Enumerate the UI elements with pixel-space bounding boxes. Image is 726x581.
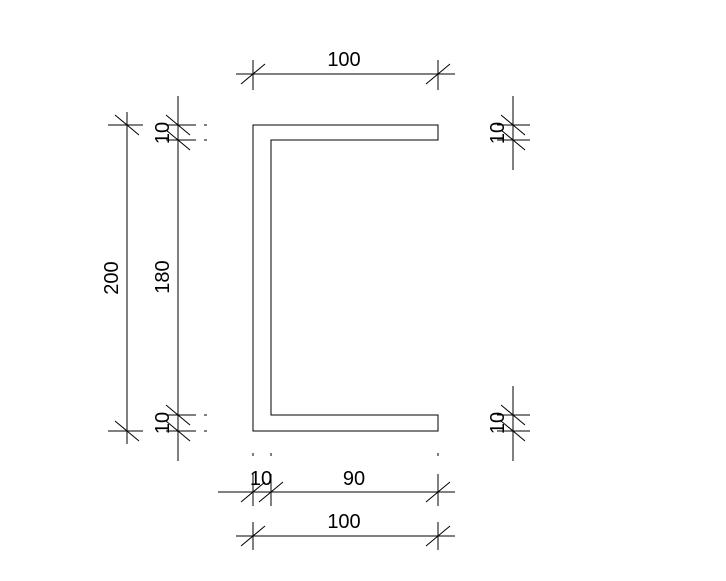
left-inner-height-dimension: 10 180 10	[152, 96, 196, 461]
bottom-chain-dimension: 10 90	[218, 468, 455, 506]
bottom-inner-width-label: 90	[343, 468, 365, 490]
left-total-height-label: 200	[101, 261, 123, 294]
left-inner-height-label: 180	[152, 260, 174, 293]
left-top-flange-label: 10	[152, 122, 174, 144]
right-top-flange-dimension: 10	[487, 96, 530, 170]
right-bottom-flange-dimension: 10	[487, 386, 530, 461]
bottom-web-thickness-label: 10	[250, 468, 272, 490]
left-bottom-flange-label: 10	[152, 412, 174, 434]
right-top-flange-label: 10	[487, 122, 509, 144]
top-width-label: 100	[327, 49, 360, 71]
channel-outline	[252, 124, 439, 432]
top-width-dimension: 100	[236, 49, 455, 90]
left-total-height-dimension: 200	[101, 112, 143, 444]
bottom-total-width-dimension: 100	[236, 511, 455, 550]
bottom-total-width-label: 100	[327, 511, 360, 533]
right-bottom-flange-label: 10	[487, 412, 509, 434]
